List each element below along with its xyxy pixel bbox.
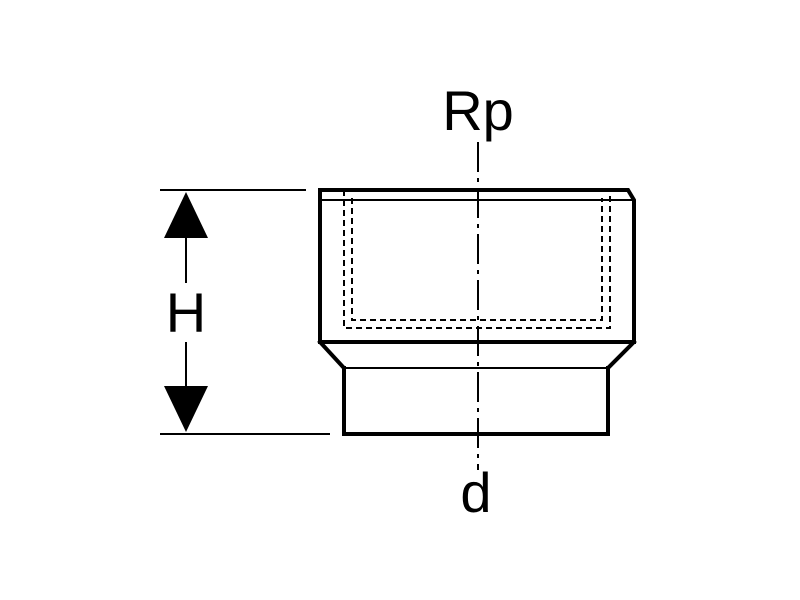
label-rp: Rp	[442, 79, 514, 142]
label-h-gap	[161, 283, 211, 342]
taper-right	[605, 339, 637, 371]
arrow-down-icon	[164, 386, 208, 432]
taper-left	[317, 339, 347, 371]
label-h: H	[166, 281, 206, 344]
label-d: d	[460, 461, 491, 524]
hidden-thread-inner	[351, 198, 603, 321]
arrow-up-icon	[164, 192, 208, 238]
lower-spigot-outline	[342, 366, 610, 436]
